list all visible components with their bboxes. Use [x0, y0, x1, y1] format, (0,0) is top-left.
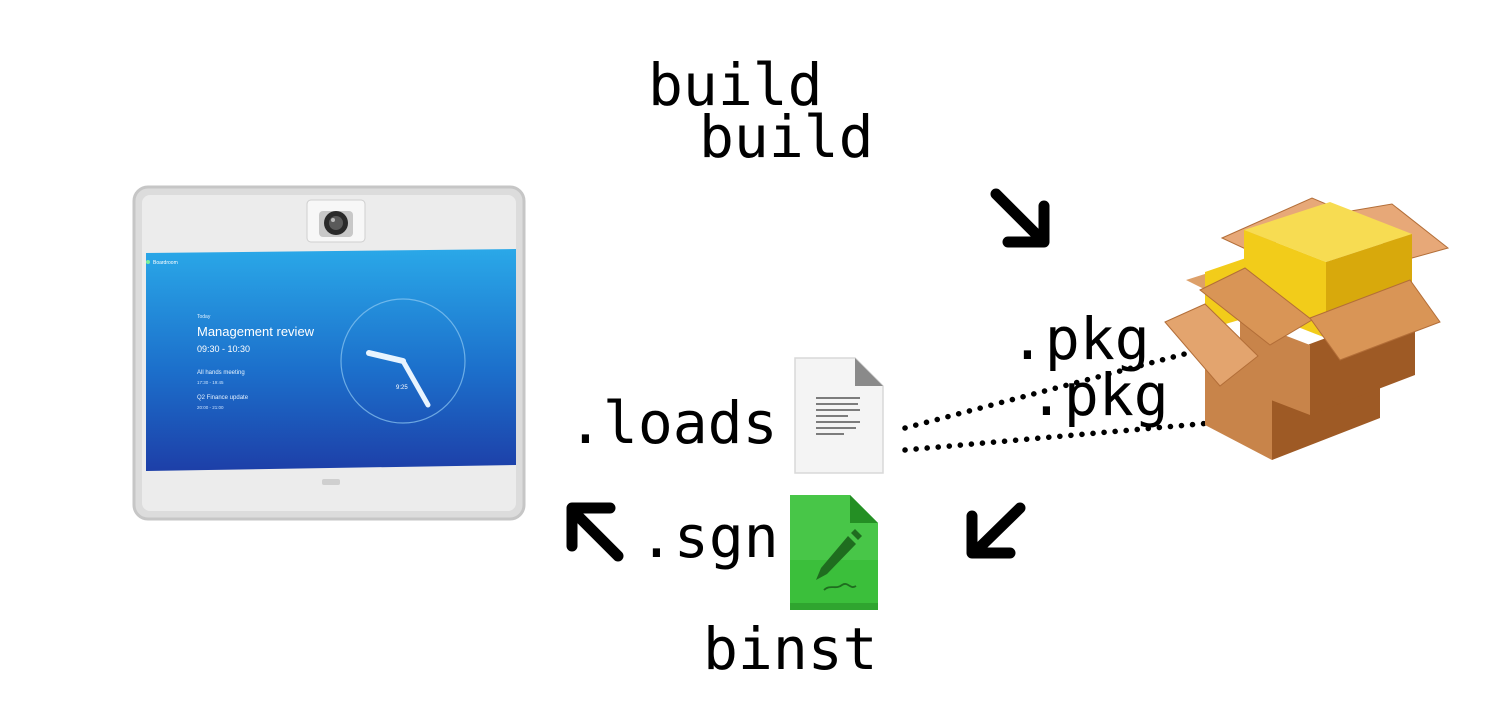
device-screen — [146, 249, 516, 471]
screen-today: Today — [197, 314, 211, 320]
binst-label: binst — [703, 615, 878, 683]
arrow-down-right-icon — [990, 188, 1050, 248]
screen-item2-title: Q2 Finance update — [197, 395, 249, 401]
loads-label: .loads — [568, 389, 778, 457]
arrow-up-left-icon — [566, 502, 624, 562]
pkg-label-1: .pkg — [1010, 305, 1150, 373]
software-package-box-icon — [1164, 197, 1450, 460]
text-document-icon — [794, 357, 884, 474]
build-label-1: build — [648, 51, 823, 119]
screen-meeting-title: Management review — [197, 324, 315, 339]
screen-meeting-time: 09:30 - 10:30 — [197, 344, 250, 354]
sgn-label: .sgn — [639, 503, 779, 571]
screen-item1-title: All hands meeting — [197, 370, 245, 376]
build-label-2: build — [699, 103, 874, 171]
arrow-down-left-icon — [966, 502, 1026, 559]
pkg-label-2: .pkg — [1029, 361, 1169, 429]
clock-icon — [340, 298, 466, 424]
video-conferencing-device-icon: Boardroom Today Management review 09:30 … — [132, 185, 526, 521]
screen-item2-time: 20:00 - 21:00 — [197, 405, 224, 410]
brand-logo-icon — [322, 479, 340, 485]
camera-icon — [306, 199, 366, 243]
screen-clock-time: 9:25 — [396, 385, 408, 391]
screen-item1-time: 17:30 - 19:45 — [197, 380, 224, 385]
dotted-connector — [902, 419, 1225, 453]
screen-brand: Boardroom — [153, 260, 178, 266]
signed-document-pen-icon — [790, 495, 878, 610]
